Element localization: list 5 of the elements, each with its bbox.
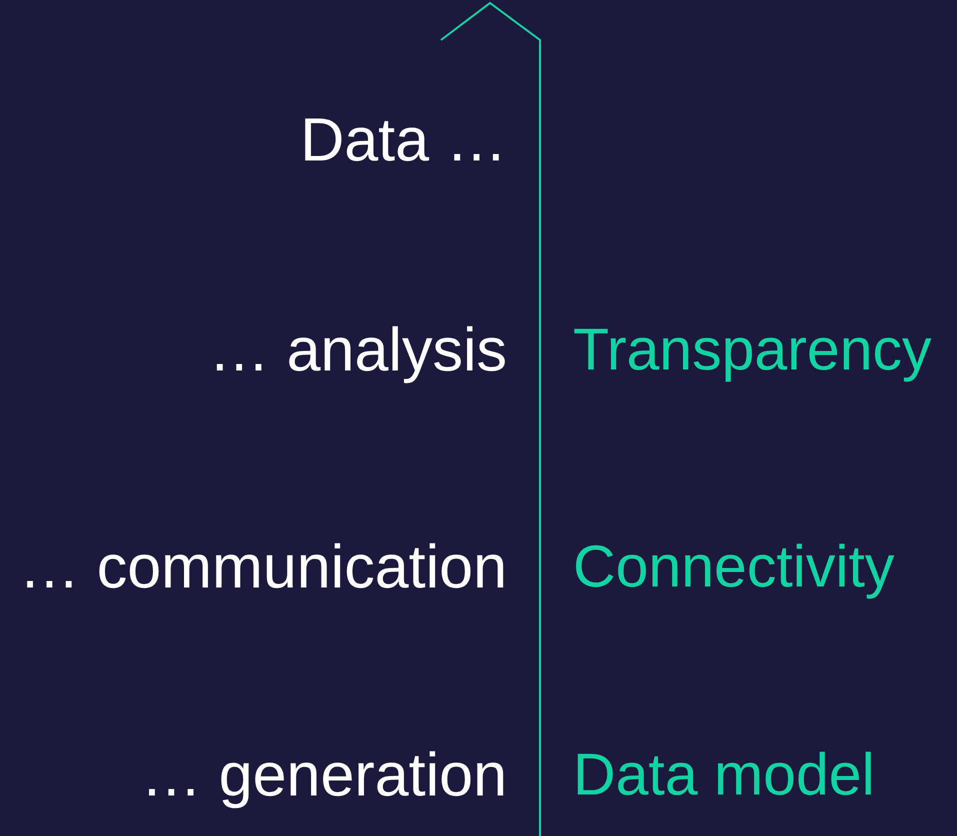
- axis-label: Data …: [300, 110, 507, 170]
- axis-label: … communication: [18, 536, 507, 598]
- category-label: Data model: [573, 746, 875, 804]
- category-label: Connectivity: [573, 538, 894, 596]
- category-label: Transparency: [573, 320, 932, 380]
